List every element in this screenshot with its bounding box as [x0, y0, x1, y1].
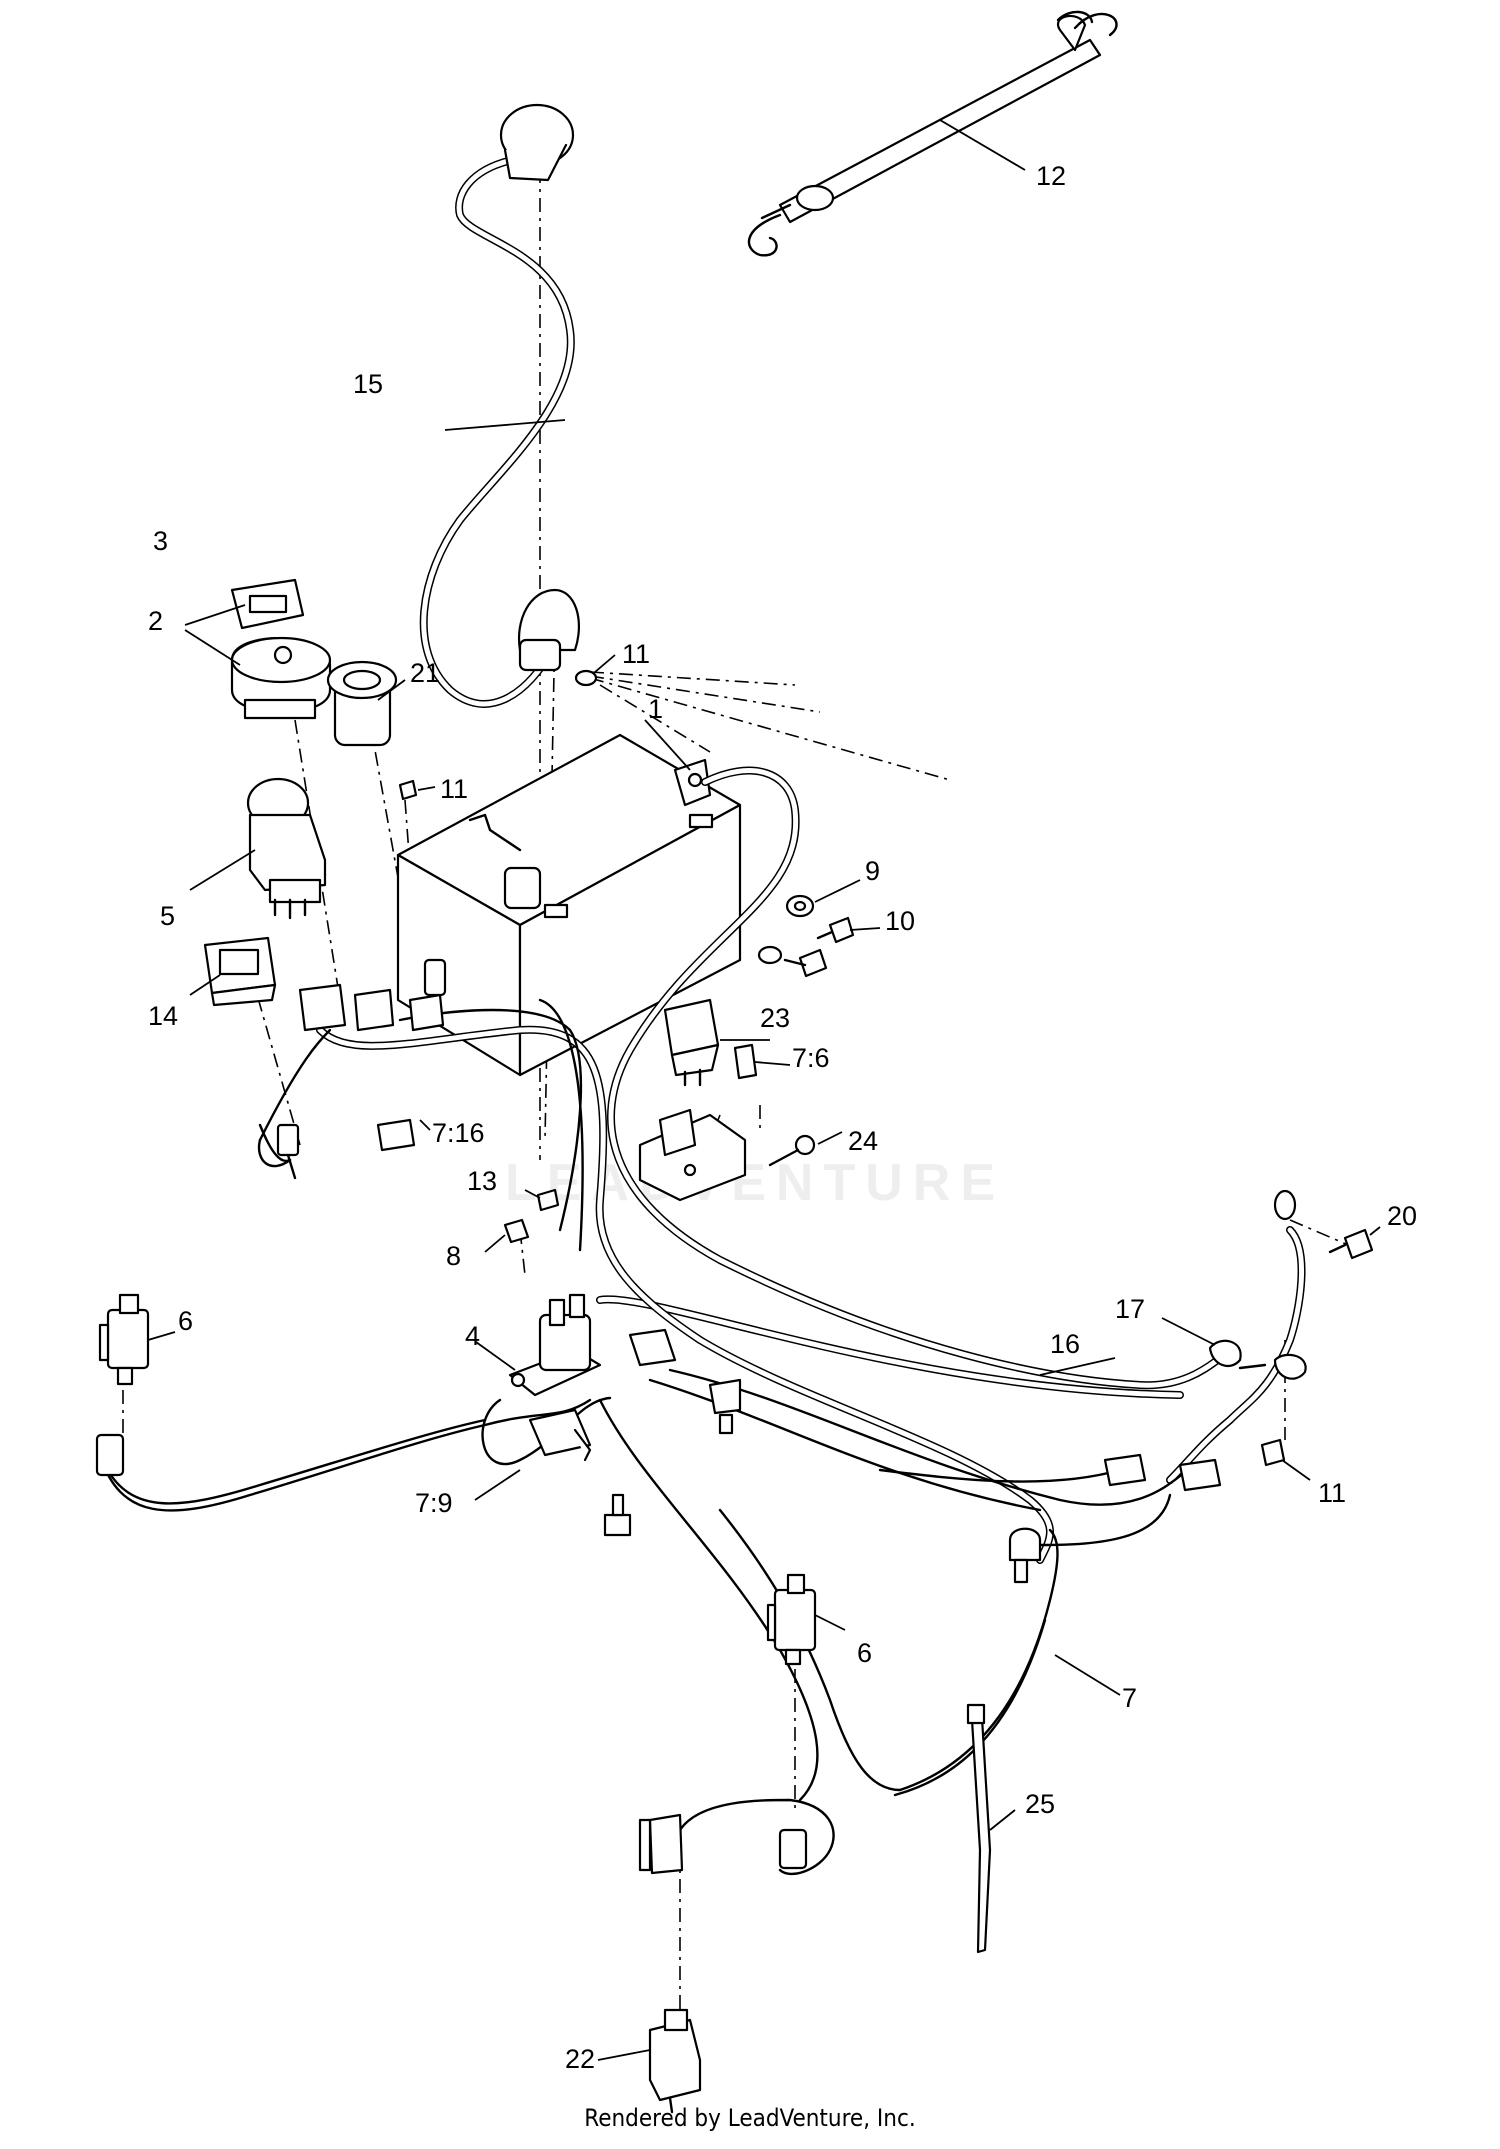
part-6-switch-left	[95, 1293, 150, 1477]
callout-7: 7	[1122, 1683, 1137, 1713]
callouts: 1 2 3 4 5 6 6 7 7:6 7:9 7:16 8 9 10 11 1…	[148, 161, 1417, 2074]
callout-7-9: 7:9	[415, 1488, 453, 1518]
part-7-wiring-harness	[98, 998, 1192, 1876]
callout-5: 5	[160, 901, 175, 931]
callout-12: 12	[1036, 161, 1066, 191]
part-14-connector	[258, 1123, 300, 1180]
watermark-text: LEADVENTURE	[505, 1154, 1005, 1212]
callout-7-16: 7:16	[432, 1118, 485, 1148]
harness-connectors	[603, 1328, 1222, 1584]
callout-2: 2	[148, 606, 163, 636]
callout-13: 13	[467, 1166, 497, 1196]
part-2-ignition-switch	[230, 636, 332, 720]
callout-14: 14	[148, 1001, 178, 1031]
part-6-switch-center	[766, 1573, 817, 1870]
callout-24: 24	[848, 1126, 878, 1156]
callout-22: 22	[565, 2044, 595, 2074]
part-7-9-connector	[528, 1408, 592, 1462]
callout-11a: 11	[622, 639, 650, 669]
part-17-ground-cable	[1166, 1189, 1307, 1484]
part-4-solenoid	[508, 1293, 602, 1397]
part-7-16-connector	[376, 1118, 416, 1152]
callout-8: 8	[446, 1241, 461, 1271]
part-7-6-fuse	[733, 1043, 758, 1080]
callout-15: 15	[353, 369, 383, 399]
part-24-screw	[768, 1134, 816, 1167]
part-16-battery-cable	[596, 766, 1229, 1399]
callout-16: 16	[1050, 1329, 1080, 1359]
part-15-cable	[419, 103, 580, 708]
part-3-key	[230, 578, 305, 630]
callout-9: 9	[865, 856, 880, 886]
callout-11c: 11	[1318, 1478, 1346, 1508]
part-22-connector	[638, 1813, 702, 2114]
callout-20: 20	[1387, 1201, 1417, 1231]
callout-3: 3	[153, 526, 168, 556]
part-23-relay	[663, 998, 720, 1087]
callout-11b: 11	[440, 774, 468, 804]
callout-7-6: 7:6	[792, 1043, 830, 1073]
callout-6a: 6	[178, 1306, 193, 1336]
callout-4: 4	[465, 1321, 480, 1351]
callout-6b: 6	[857, 1638, 872, 1668]
relay-socket	[638, 1108, 747, 1202]
leader-lines	[147, 119, 1381, 2061]
callout-25: 25	[1025, 1789, 1055, 1819]
part-21-socket	[326, 660, 398, 747]
hardware-parts	[398, 669, 1374, 1467]
callout-10: 10	[885, 906, 915, 936]
part-14-hour-meter	[203, 936, 277, 1007]
callout-17: 17	[1115, 1294, 1145, 1324]
part-25-cable-tie	[966, 1703, 992, 1954]
part-5-pto-switch	[246, 777, 327, 920]
callout-1: 1	[648, 694, 663, 724]
callout-21: 21	[410, 658, 440, 688]
part-1-battery	[396, 733, 742, 1077]
switch-connectors	[298, 958, 447, 1032]
callout-23: 23	[760, 1003, 790, 1033]
part-12-strap	[747, 10, 1118, 257]
footer-credit: Rendered by LeadVenture, Inc.	[584, 2104, 916, 2132]
